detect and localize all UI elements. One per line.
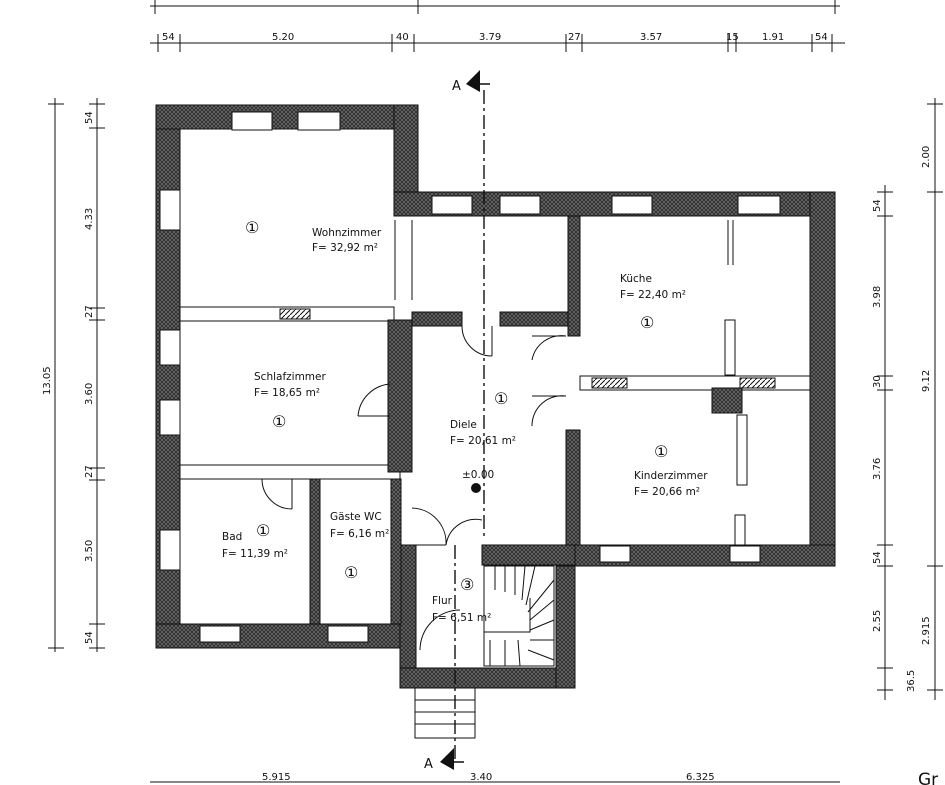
room-number: ①	[654, 442, 668, 461]
left-dim-2: 4.33	[84, 208, 95, 230]
room-number: ①	[640, 313, 654, 332]
room-area: F= 32,92 m²	[312, 242, 378, 254]
left-dimension-chain: 13.05 54 4.33 27 3.60 27 3.50 54	[42, 98, 105, 652]
right-dim-outer-1: 2.00	[921, 146, 932, 168]
staircase	[483, 565, 555, 667]
room-area: F= 22,40 m²	[620, 289, 686, 301]
room-name: Bad	[222, 531, 242, 543]
room-name: Gäste WC	[330, 511, 382, 523]
right-dim-inner-2: 3.98	[872, 286, 883, 308]
partition-marks	[394, 220, 748, 546]
left-dim-1: 54	[84, 111, 95, 124]
right-dim-inner-5: 54	[872, 551, 883, 564]
room-name: Flur	[432, 595, 453, 607]
right-dim-inner-1: 54	[872, 199, 883, 212]
room-number: ③	[460, 575, 474, 594]
room-kueche: Küche F= 22,40 m² ①	[620, 273, 686, 332]
room-bad: Bad ① F= 11,39 m²	[222, 521, 288, 560]
level-marker: ±0.00	[462, 469, 494, 481]
left-dim-6: 3.50	[84, 540, 95, 562]
room-number: ①	[494, 389, 508, 408]
interior-walls	[179, 215, 811, 625]
room-number: ①	[245, 218, 259, 237]
room-name: Wohnzimmer	[312, 227, 382, 239]
room-area: F= 6,51 m²	[432, 612, 491, 624]
room-name: Schlafzimmer	[254, 371, 326, 383]
entrance-steps	[414, 687, 476, 739]
right-dim-outer-2: 9.12	[921, 370, 932, 392]
room-number: ①	[256, 521, 270, 540]
room-number: ①	[272, 412, 286, 431]
bottom-dim-1: 5.915	[262, 772, 291, 783]
room-kinderzimmer: ① Kinderzimmer F= 20,66 m²	[634, 442, 708, 498]
top-dim-1: 54	[162, 32, 175, 43]
top-dim-4: 3.79	[479, 32, 501, 43]
room-diele: ① Diele F= 20,61 m² ±0.00	[450, 389, 516, 493]
right-dim-outer-3: 2.915	[921, 616, 932, 645]
room-schlafzimmer: Schlafzimmer F= 18,65 m² ①	[254, 371, 326, 431]
right-dim-outer-4: 36.5	[906, 670, 917, 692]
cut-off-text: Gr	[918, 770, 938, 785]
room-number: ①	[344, 563, 358, 582]
top-dim-5: 27	[568, 32, 581, 43]
left-dim-5: 27	[84, 465, 95, 478]
right-dim-inner-6: 2.55	[872, 610, 883, 632]
section-marker-top: A	[452, 79, 461, 94]
top-dim-2: 5.20	[272, 32, 294, 43]
room-area: F= 20,61 m²	[450, 435, 516, 447]
room-name: Diele	[450, 419, 477, 431]
left-dim-3: 27	[84, 305, 95, 318]
doors	[261, 325, 567, 651]
top-dim-6: 3.57	[640, 32, 662, 43]
room-gaeste-wc: Gäste WC F= 6,16 m² ①	[330, 511, 389, 582]
room-name: Küche	[620, 273, 652, 285]
top-dimension-chain: 54 5.20 40 3.79 27 3.57 15 1.91 54	[150, 0, 845, 52]
left-dim-total: 13.05	[42, 366, 53, 395]
windows	[159, 111, 781, 643]
bottom-dim-3: 6.325	[686, 772, 715, 783]
top-dim-9: 54	[815, 32, 828, 43]
room-area: F= 6,16 m²	[330, 528, 389, 540]
top-dim-7: 15	[726, 32, 739, 43]
left-dim-4: 3.60	[84, 383, 95, 405]
bottom-dim-2: 3.40	[470, 772, 492, 783]
section-marker-bottom: A	[424, 757, 433, 772]
top-dim-3: 40	[396, 32, 409, 43]
room-flur: ③ Flur F= 6,51 m²	[432, 575, 491, 624]
left-dim-7: 54	[84, 631, 95, 644]
top-dim-8: 1.91	[762, 32, 784, 43]
bottom-dimension-chain: 5.915 3.40 6.325 Gr	[150, 770, 938, 785]
room-area: F= 20,66 m²	[634, 486, 700, 498]
right-dimension-chain: 2.00 9.12 2.915 36.5 54 3.98 30 3.76 54 …	[872, 98, 943, 700]
right-dim-inner-3: 30	[872, 375, 883, 388]
level-symbol	[471, 483, 481, 493]
section-line	[440, 70, 490, 770]
room-wohnzimmer: ① Wohnzimmer F= 32,92 m²	[245, 218, 382, 254]
room-name: Kinderzimmer	[634, 470, 708, 482]
right-dim-inner-4: 3.76	[872, 458, 883, 480]
room-area: F= 11,39 m²	[222, 548, 288, 560]
room-area: F= 18,65 m²	[254, 387, 320, 399]
